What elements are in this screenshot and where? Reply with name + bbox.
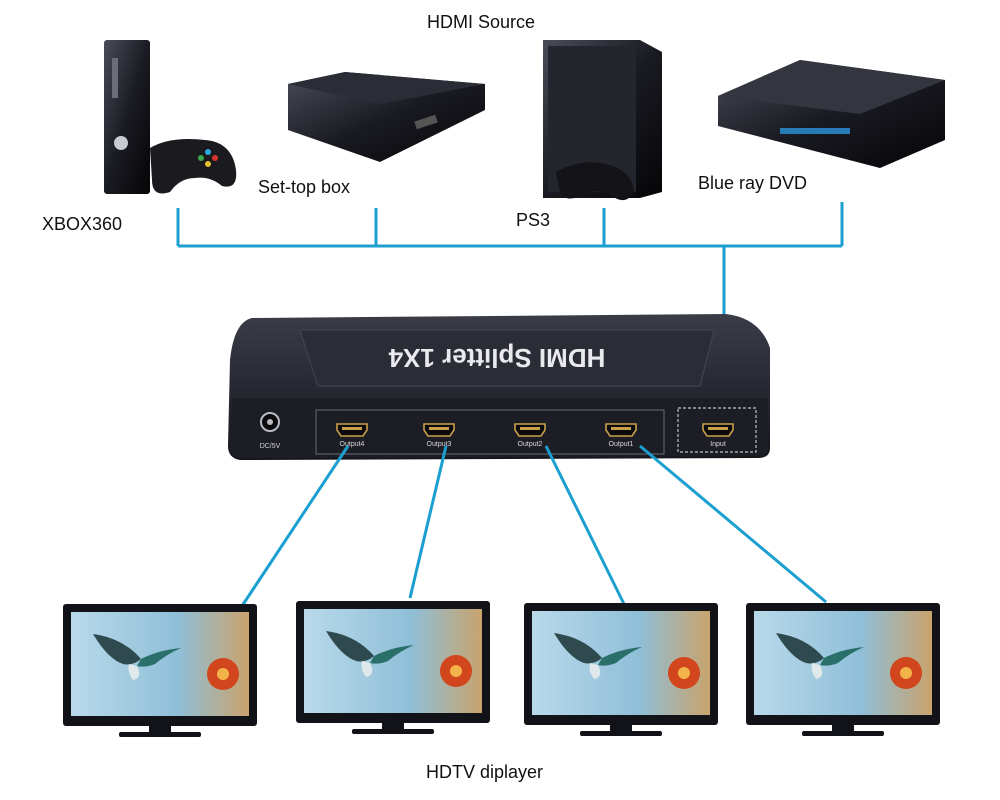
port-label-output4: Output4 — [340, 441, 365, 448]
output-connector-lines — [240, 444, 827, 607]
port-label-output3: Output3 — [427, 441, 452, 448]
hdtv-display-2 — [296, 601, 490, 734]
port-label-output2: Output2 — [518, 441, 543, 448]
hdmi-splitter-device — [228, 314, 770, 460]
displays-label: HDTV diplayer — [426, 762, 544, 782]
source-label-xbox360: XBOX360 — [42, 214, 123, 234]
port-label-input: Input — [710, 441, 726, 448]
ps3-console-icon — [543, 40, 662, 201]
splitter-name: HDMI Splitter 1X4 — [388, 343, 605, 373]
hdtv-display-1 — [63, 604, 257, 737]
hdtv-display-3 — [524, 603, 718, 736]
source-label-ps3: PS3 — [516, 210, 551, 230]
set-top-box-icon — [288, 72, 485, 162]
source-label-bluray-dvd: Blue ray DVD — [698, 173, 808, 193]
diagram-title: HDMI Source — [427, 12, 536, 32]
xbox360-console-icon — [104, 40, 237, 194]
hdtv-display-4 — [746, 603, 940, 736]
port-label-output1: Output1 — [609, 441, 634, 448]
source-label-set-top-box: Set-top box — [258, 177, 351, 197]
bluray-dvd-player-icon — [718, 60, 945, 168]
power-label: DC/5V — [260, 443, 281, 450]
